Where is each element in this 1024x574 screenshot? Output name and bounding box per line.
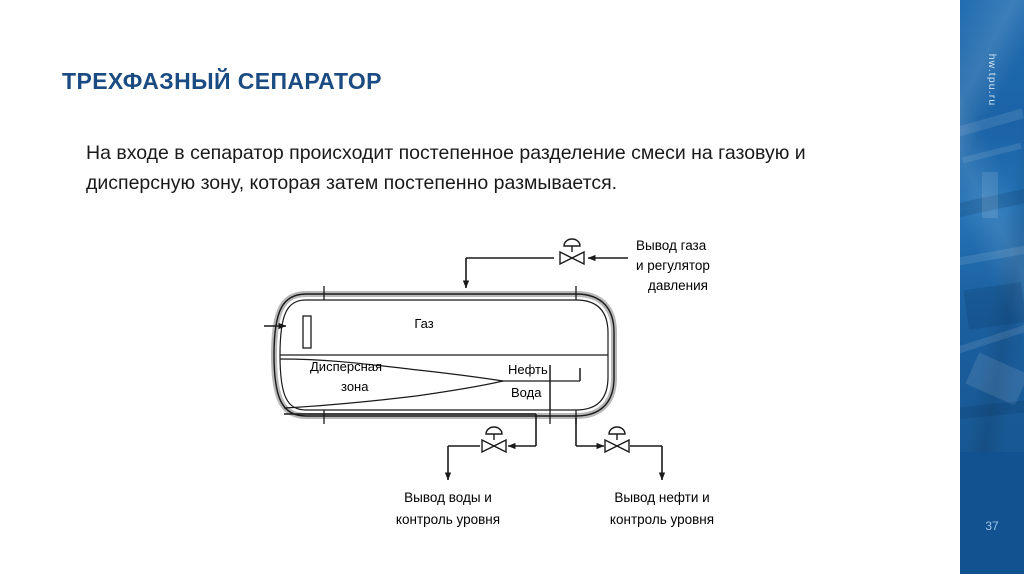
gas-outlet-piping [462, 254, 628, 289]
water-outlet-piping [284, 413, 537, 481]
label-oil: Нефть [508, 362, 548, 377]
callout-water-outlet: Вывод воды и контроль уровня [396, 490, 500, 527]
inlet-deflector [302, 315, 312, 349]
sidebar-url-label: hw.tpu.ru [986, 53, 998, 107]
water-control-valve [481, 426, 507, 454]
body-paragraph: На входе в сепаратор происходит постепен… [86, 142, 806, 194]
callout-water-line1: Вывод воды и [404, 490, 492, 505]
callout-gas-outlet: Вывод газа и регулятор давления [636, 238, 710, 293]
vessel-nozzle-marks [323, 286, 577, 424]
page-number: 37 [985, 519, 999, 533]
sidebar: hw.tpu.ru 37 [960, 0, 1024, 574]
separator-diagram: Газ Дисперсная зона Нефть Вода [258, 228, 818, 538]
label-water: Вода [511, 385, 542, 400]
gas-control-valve [559, 238, 585, 266]
sidebar-photo-texture [960, 0, 1024, 452]
label-dispersion-zone-line2: зона [341, 379, 369, 394]
dispersion-wedge [279, 358, 504, 409]
sidebar-solid-block [960, 452, 1024, 574]
oil-outlet-piping [575, 418, 666, 481]
callout-oil-line2: контроль уровня [610, 512, 714, 527]
label-gas: Газ [414, 316, 433, 331]
callout-oil-line1: Вывод нефти и [614, 490, 709, 505]
callout-gas-line2: и регулятор [636, 258, 710, 273]
callout-gas-line3: давления [648, 278, 708, 293]
callout-water-line2: контроль уровня [396, 512, 500, 527]
oil-control-valve [604, 426, 630, 454]
label-dispersion-zone-line1: Дисперсная [310, 359, 382, 374]
page-title: ТРЕХФАЗНЫЙ СЕПАРАТОР [62, 68, 382, 94]
callout-gas-line1: Вывод газа [636, 238, 707, 253]
callout-oil-outlet: Вывод нефти и контроль уровня [610, 490, 714, 527]
